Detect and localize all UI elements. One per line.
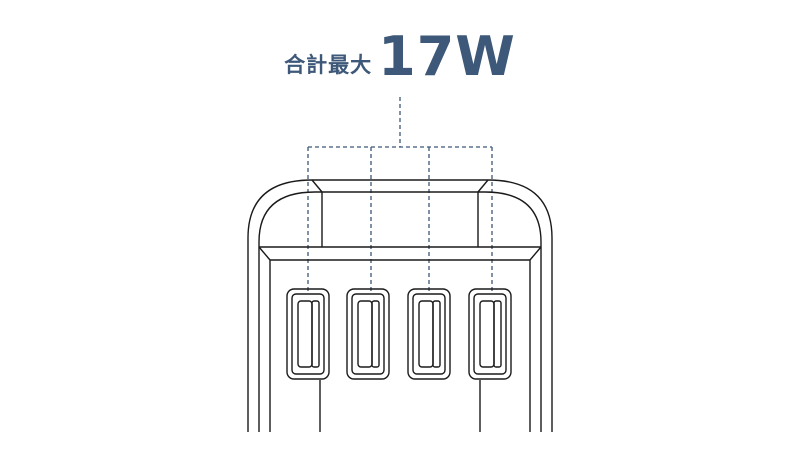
usb-port-3 (407, 288, 451, 380)
total-output-label: 合計最大 17W (0, 30, 800, 84)
usb-port-4 (468, 288, 512, 380)
usb-port-2 (346, 288, 390, 380)
callout-lines (307, 97, 493, 292)
top-face (311, 179, 489, 247)
charger-body (247, 179, 553, 432)
usb-port-1 (286, 288, 330, 380)
total-max-text: 合計最大 (284, 53, 373, 77)
wattage-value: 17W (378, 25, 516, 88)
body-bevel-edge (258, 191, 542, 432)
front-face-sides (258, 246, 542, 432)
body-outer-edge (247, 179, 553, 432)
